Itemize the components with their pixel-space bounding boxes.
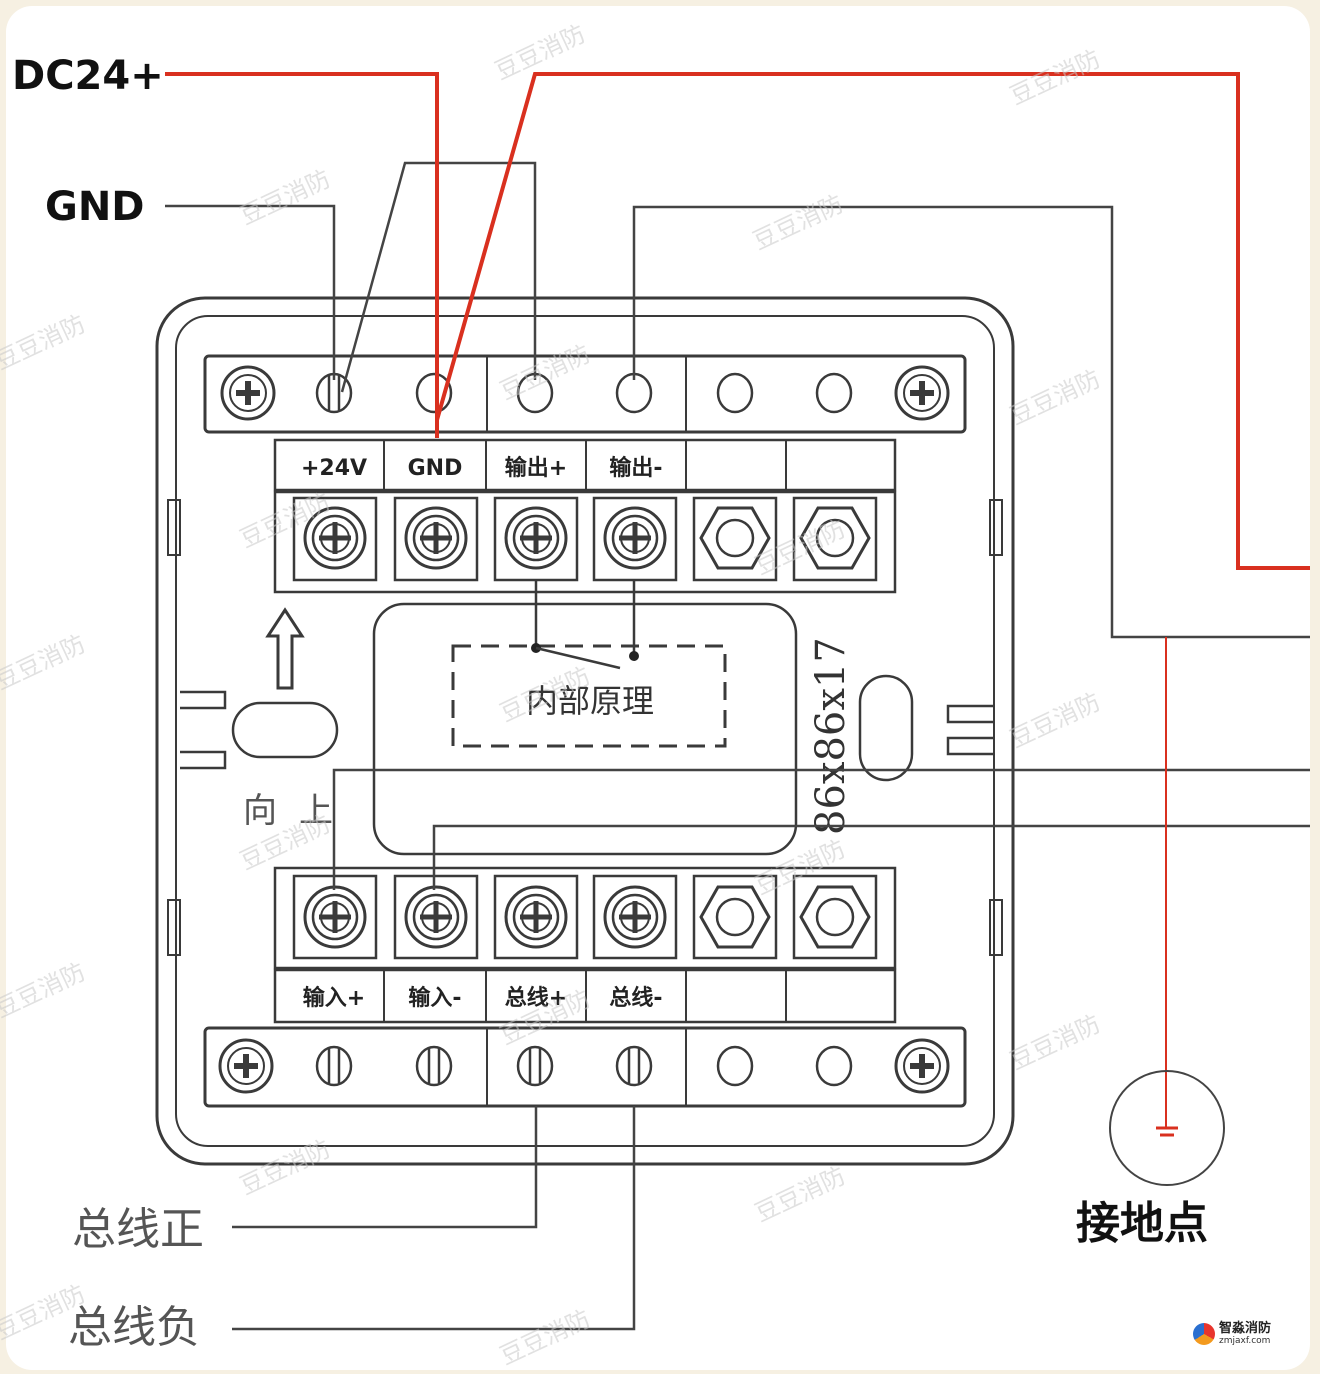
- ground-point-label: 接地点: [1076, 1198, 1208, 1249]
- inner-principle-label: 内部原理: [526, 682, 654, 720]
- phillips-screw-icon: [894, 365, 950, 421]
- terminal-screw-icon: [303, 885, 367, 949]
- top-terminal-strip: [203, 354, 967, 434]
- mounting-slot-right: [858, 674, 914, 782]
- phillips-screw-icon: [894, 1038, 950, 1094]
- dimension-label: 86x86x17: [808, 637, 854, 835]
- brand-logo: 智淼消防 zmjaxf.com: [1193, 1318, 1308, 1350]
- up-arrow-icon: [265, 607, 305, 690]
- terminal-screw-icon: [504, 885, 568, 949]
- terminal-screw-icon: [404, 885, 468, 949]
- hex-nut-icon: [699, 885, 771, 949]
- hex-nut-icon: [799, 885, 871, 949]
- red-wiring: [165, 72, 1310, 1128]
- inner-principle-box: 内部原理: [451, 580, 727, 748]
- terminal-label-input-plus: 输入+: [303, 985, 365, 1011]
- hex-nut-icon: [799, 506, 871, 570]
- terminal-screw-icon: [504, 506, 568, 570]
- direction-label: 向上: [243, 791, 355, 831]
- terminal-label-input-minus: 输入-: [408, 985, 461, 1011]
- terminal-label-plus24v: +24V: [301, 456, 367, 481]
- terminal-screw-icon: [404, 506, 468, 570]
- terminal-label-gnd: GND: [408, 456, 463, 481]
- dc24-label: DC24+: [12, 53, 164, 99]
- mounting-slot-left: [231, 701, 339, 759]
- bus-positive-label: 总线正: [72, 1204, 204, 1255]
- terminal-label-output-minus: 输出-: [609, 455, 662, 481]
- ground-icon: [1109, 1070, 1225, 1186]
- bottom-label-row: 输入+ 输入- 总线+ 总线-: [273, 968, 897, 1024]
- gnd-label: GND: [45, 184, 145, 230]
- terminal-screw-icon: [603, 506, 667, 570]
- terminal-label-bus-plus: 总线+: [505, 985, 567, 1011]
- module-housing: [155, 296, 1015, 1166]
- brand-name: 智淼消防: [1219, 1321, 1272, 1336]
- bus-negative-label: 总线负: [68, 1302, 200, 1353]
- top-screw-terminals: [273, 490, 897, 594]
- terminal-label-bus-minus: 总线-: [609, 985, 662, 1011]
- phillips-screw-icon: [218, 1038, 274, 1094]
- bottom-screw-terminals: [273, 866, 897, 970]
- terminal-label-output-plus: 输出+: [505, 455, 567, 481]
- hex-nut-icon: [699, 506, 771, 570]
- brand-logo-icon: [1193, 1323, 1215, 1345]
- brand-url: zmjaxf.com: [1219, 1336, 1271, 1346]
- terminal-screw-icon: [303, 506, 367, 570]
- bottom-terminal-strip: [203, 1026, 967, 1108]
- top-label-row: +24V GND 输出+ 输出-: [273, 438, 897, 492]
- phillips-screw-icon: [220, 365, 276, 421]
- black-wiring: [165, 161, 1310, 1331]
- terminal-screw-icon: [603, 885, 667, 949]
